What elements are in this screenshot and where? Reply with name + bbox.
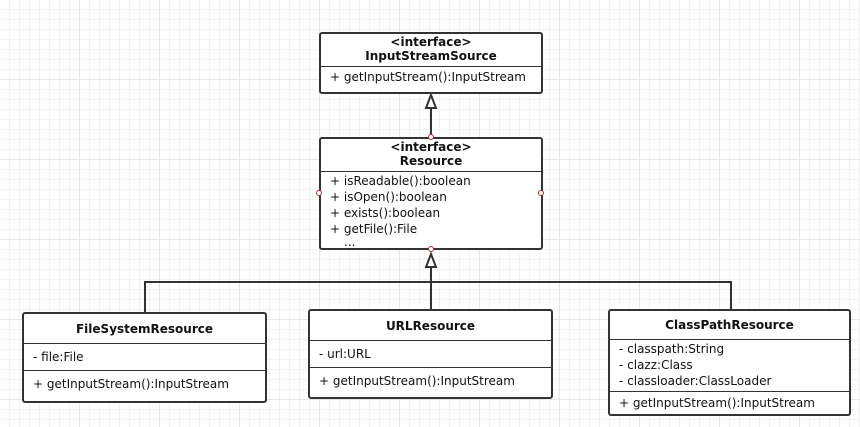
operation: + getInputStream():InputStream bbox=[319, 374, 515, 388]
operation-ellipsis: ... bbox=[344, 235, 356, 249]
filesystemresource-class[interactable]: FileSystemResource - file:File + getInpu… bbox=[22, 312, 267, 403]
subclasses-branch-line bbox=[144, 281, 732, 313]
attribute: - classloader:ClassLoader bbox=[619, 374, 772, 388]
urlresource-class[interactable]: URLResource - url:URL + getInputStream()… bbox=[308, 309, 553, 399]
connection-port-left[interactable] bbox=[316, 190, 322, 196]
attribute: - url:URL bbox=[319, 347, 371, 361]
inheritance-arrowhead-lower bbox=[424, 251, 438, 268]
filesystemresource-header: FileSystemResource bbox=[24, 314, 265, 344]
attribute: - file:File bbox=[33, 350, 84, 364]
resource-interface[interactable]: <interface> Resource + isReadable():bool… bbox=[319, 137, 543, 250]
operation: + isOpen():boolean bbox=[330, 190, 447, 204]
inputstreamsource-header: <interface> InputStreamSource bbox=[321, 34, 541, 67]
interface-name: InputStreamSource bbox=[365, 49, 497, 63]
operations-section: + getInputStream():InputStream bbox=[310, 367, 551, 391]
connection-port-top[interactable] bbox=[428, 134, 434, 140]
operation: + getInputStream():InputStream bbox=[33, 377, 229, 391]
operation: + isReadable():boolean bbox=[330, 174, 471, 188]
operation: + getFile():File bbox=[330, 222, 418, 236]
classpathresource-header: ClassPathResource bbox=[610, 311, 849, 340]
operations-section: + getInputStream():InputStream bbox=[610, 391, 849, 413]
class-name: ClassPathResource bbox=[665, 318, 794, 332]
attributes-section: - url:URL bbox=[310, 341, 551, 367]
operation: + getInputStream():InputStream bbox=[619, 396, 815, 410]
operations-section: + isReadable():boolean + isOpen():boolea… bbox=[321, 172, 541, 250]
urlresource-header: URLResource bbox=[310, 311, 551, 341]
attributes-section: - file:File bbox=[24, 344, 265, 370]
attribute: - clazz:Class bbox=[619, 358, 693, 372]
attributes-section: - classpath:String - clazz:Class - class… bbox=[610, 340, 849, 391]
inputstreamsource-interface[interactable]: <interface> InputStreamSource + getInput… bbox=[319, 32, 543, 94]
class-name: FileSystemResource bbox=[75, 321, 214, 336]
stereotype-label: <interface> bbox=[390, 140, 472, 154]
connection-port-bottom[interactable] bbox=[428, 246, 434, 252]
inheritance-arrowhead-upper bbox=[424, 92, 438, 109]
classpathresource-class[interactable]: ClassPathResource - classpath:String - c… bbox=[608, 309, 851, 416]
attribute: - classpath:String bbox=[619, 342, 725, 356]
stereotype-label: <interface> bbox=[390, 35, 472, 49]
operation: + exists():boolean bbox=[330, 206, 441, 220]
operations-section: + getInputStream():InputStream bbox=[24, 370, 265, 394]
connection-port-right[interactable] bbox=[538, 190, 544, 196]
resource-header: <interface> Resource bbox=[321, 139, 541, 172]
interface-name: Resource bbox=[399, 154, 463, 168]
class-name: URLResource bbox=[385, 318, 476, 333]
operations-section: + getInputStream():InputStream bbox=[321, 67, 541, 87]
operation: + getInputStream():InputStream bbox=[330, 70, 526, 84]
